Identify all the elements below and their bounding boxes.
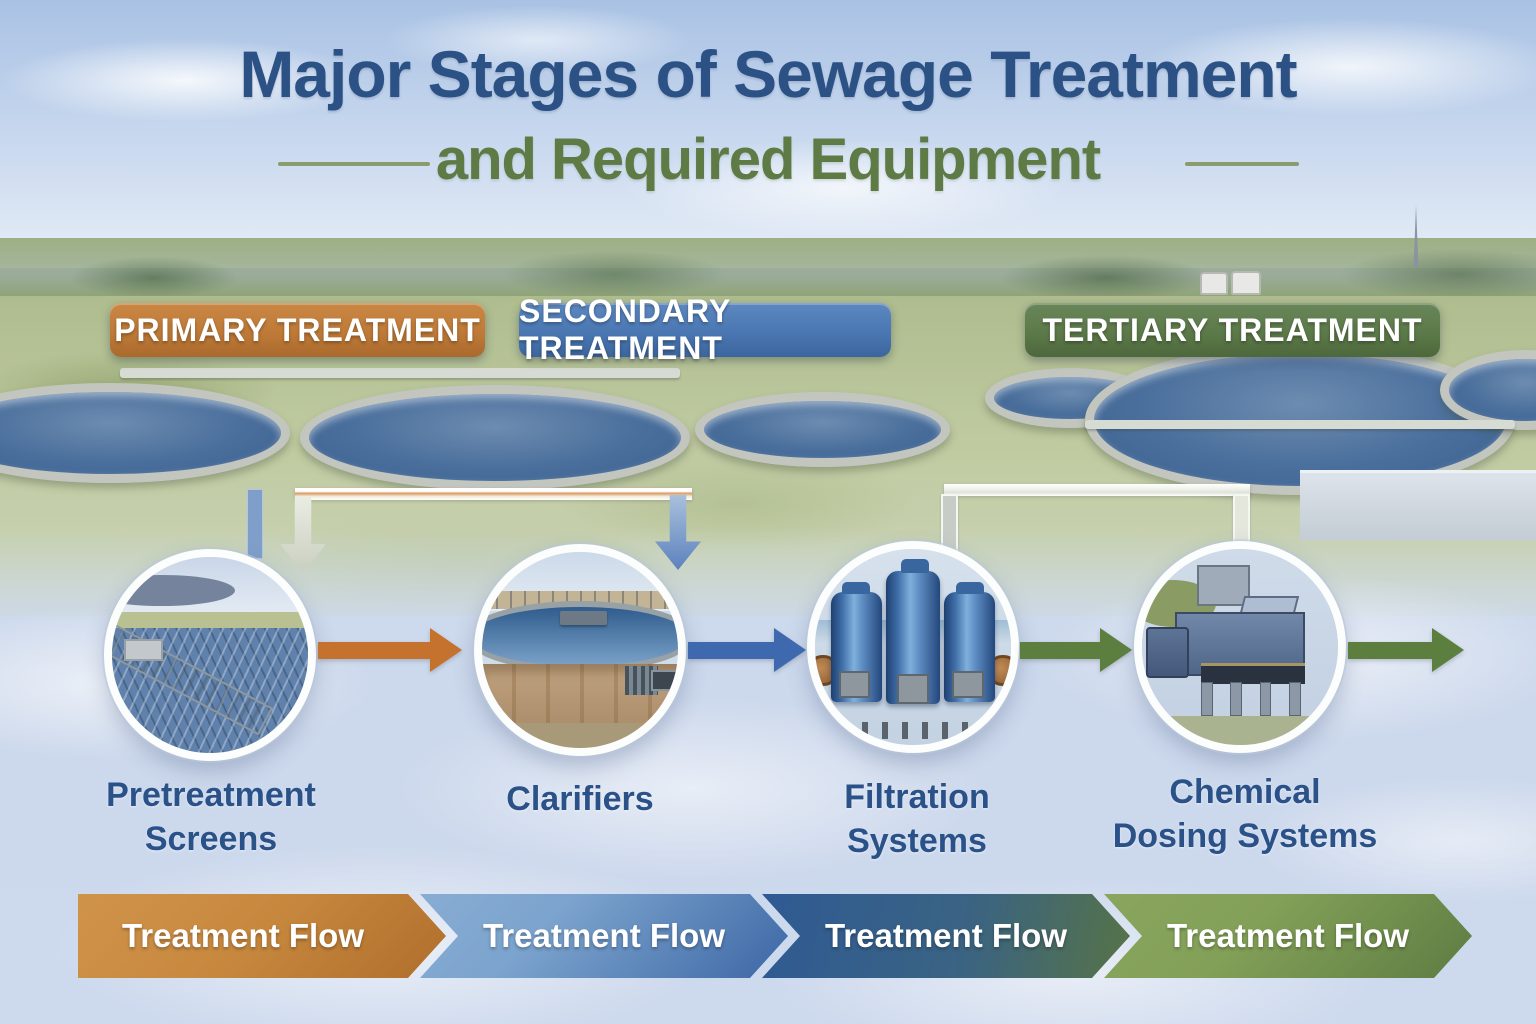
catwalk-illustration [120, 368, 680, 378]
treeline-background [0, 238, 1536, 304]
label-chemical-dosing-systems: Chemical Dosing Systems [1112, 773, 1378, 855]
stage-banner-label: SECONDARY TREATMENT [519, 293, 731, 366]
stage-banner-label: TERTIARY TREATMENT [1042, 311, 1423, 348]
subtitle-dash-left [278, 162, 430, 166]
pretreatment-screens-photo [104, 549, 316, 761]
page-subtitle: and Required Equipment [435, 127, 1101, 192]
stage-banner-label: PRIMARY TREATMENT [114, 311, 481, 348]
flow-chevron-label: Treatment Flow [121, 917, 365, 954]
chemical-dosing-systems-photo [1134, 541, 1346, 753]
flow-chevron-label: Treatment Flow [824, 917, 1068, 954]
storage-tank-illustration [1231, 271, 1261, 295]
subtitle-dash-right [1185, 162, 1299, 166]
sky-background [0, 0, 1536, 268]
inflow-bar [247, 489, 263, 559]
clarifier-tank-illustration [300, 385, 690, 490]
page-title: Major Stages of Sewage Treatment [239, 37, 1297, 111]
flow-chevron-primary: Treatment Flow [78, 894, 446, 978]
flow-chevron-secondary: Treatment Flow [420, 894, 788, 978]
flow-arrow-green-icon [1348, 628, 1464, 672]
label-filtration-systems: Filtration Systems [844, 778, 990, 860]
flow-arrow-orange-icon [318, 628, 462, 672]
flow-arrow-green-icon [1020, 628, 1132, 672]
bypass-bracket-tertiary [944, 484, 1250, 496]
clarifiers-photo [474, 544, 686, 756]
bypass-bracket-primary [295, 488, 692, 500]
catwalk-illustration [1085, 420, 1515, 429]
stage-banner-secondary-treatment: SECONDARY TREATMENT [519, 293, 891, 366]
label-pretreatment-screens: Pretreatment Screens [106, 776, 316, 858]
clarifier-tank-illustration [0, 383, 290, 483]
storage-tank-illustration [1200, 272, 1228, 295]
label-clarifiers: Clarifiers [506, 780, 654, 818]
flow-chevron-label: Treatment Flow [482, 917, 726, 954]
radio-tower-illustration [1413, 205, 1419, 267]
flow-chevron-tertiary: Treatment Flow [762, 894, 1130, 978]
flow-arrow-blue-icon [688, 628, 806, 672]
clarifier-tank-illustration [695, 392, 950, 467]
filtration-systems-photo [807, 541, 1019, 753]
flow-chevron-label: Treatment Flow [1166, 917, 1410, 954]
flow-chevron-final: Treatment Flow [1104, 894, 1472, 978]
stage-banner-primary-treatment: PRIMARY TREATMENT [110, 303, 485, 357]
stage-banner-tertiary-treatment: TERTIARY TREATMENT [1025, 303, 1440, 357]
